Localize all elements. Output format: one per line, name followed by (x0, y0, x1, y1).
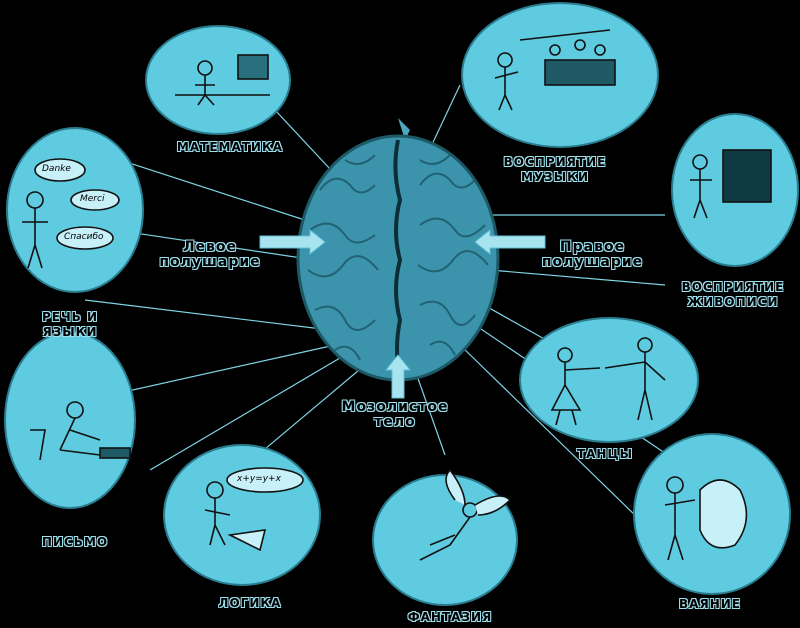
brain-fissure (393, 139, 403, 376)
label-sculpture: ВАЯНИЕ (679, 597, 741, 611)
line-speech-3 (84, 299, 331, 331)
bottom-arrow (384, 354, 412, 399)
line-fantasy (414, 369, 446, 456)
label-music: ВОСПРИЯТИЕ МУЗЫКИ (503, 155, 607, 184)
label-corpus-callosum: Мозолистое тело (341, 399, 449, 430)
line-writing-1 (109, 344, 336, 396)
writing-figure-icon (30, 401, 131, 461)
arrows (259, 228, 546, 399)
label-left-hemisphere: Левое полушарие (159, 239, 261, 270)
art-figure-icon (690, 149, 772, 219)
line-speech-1 (119, 159, 321, 226)
label-right-hemisphere: Правое полушарие (541, 239, 644, 270)
label-art: ВОСПРИЯТИЕ ЖИВОПИСИ (681, 280, 785, 309)
logic-figure-icon (204, 467, 304, 552)
label-fantasy: ФАНТАЗИЯ (407, 610, 493, 624)
line-writing-2 (149, 354, 346, 471)
label-writing: ПИСЬМО (41, 535, 109, 549)
label-dance: ТАНЦЫ (576, 447, 634, 461)
circle-writing (4, 331, 136, 509)
brain-folds (307, 154, 489, 361)
brain-illustration (296, 118, 500, 382)
logic-bubble: x+y=y+x (237, 474, 281, 484)
speech-bubble-1: Danke (42, 164, 71, 174)
label-logic: ЛОГИКА (218, 596, 282, 610)
line-sculpture-1 (459, 344, 641, 521)
sculpture-figure-icon (664, 476, 748, 561)
circle-fantasy (372, 474, 518, 606)
circle-dance (519, 317, 699, 443)
speech-bubble-2: Merci (80, 194, 105, 204)
speech-figure-icon (22, 158, 120, 269)
brain-stem-top (398, 118, 410, 140)
speech-bubble-3: Спасибо (64, 232, 104, 242)
circle-mathematics (145, 25, 291, 135)
music-figure-icon (494, 29, 616, 111)
line-art-2 (489, 269, 666, 286)
math-figure-icon (175, 54, 270, 106)
left-arrow (259, 228, 326, 256)
label-mathematics: МАТЕМАТИКА (176, 140, 284, 154)
dance-figure-icon (550, 337, 666, 426)
line-speech-2 (114, 229, 316, 261)
right-arrow (474, 228, 546, 256)
fantasy-figure-icon (419, 468, 512, 561)
circle-logic (163, 444, 321, 586)
label-speech: РЕЧЬ И ЯЗЫКИ (41, 310, 99, 339)
